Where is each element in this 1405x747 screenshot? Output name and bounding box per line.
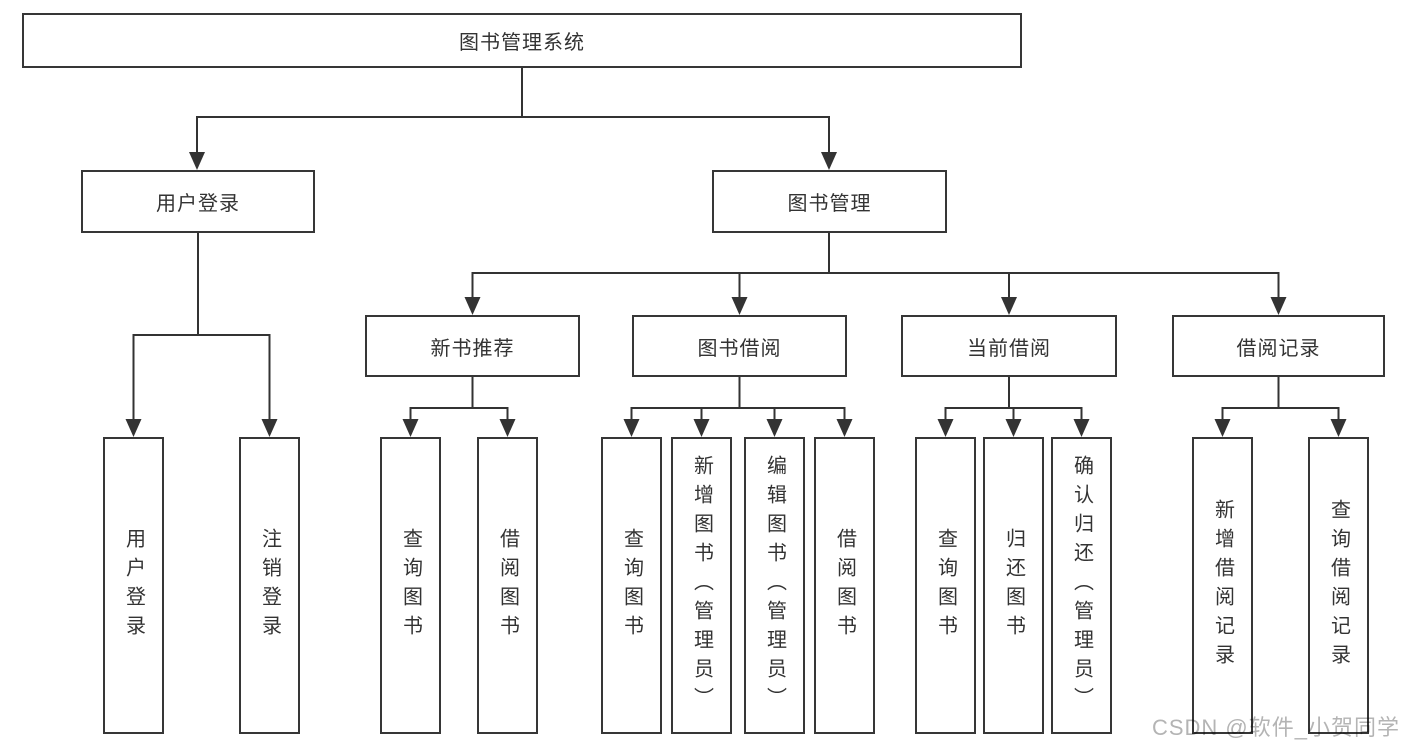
- leaf-borrow-books-recommend: 借阅图书: [477, 437, 538, 734]
- node-new-book-recommend: 新书推荐: [365, 315, 580, 377]
- leaf-user-login: 用户登录: [103, 437, 164, 734]
- leaf-edit-books-admin: 编辑图书（管理员）: [744, 437, 805, 734]
- leaf-logout: 注销登录: [239, 437, 300, 734]
- leaf-add-borrow-record: 新增借阅记录: [1192, 437, 1253, 734]
- node-root-system: 图书管理系统: [22, 13, 1022, 68]
- leaf-add-books-admin: 新增图书（管理员）: [671, 437, 732, 734]
- leaf-query-books-borrowing: 查询图书: [601, 437, 662, 734]
- node-book-management: 图书管理: [712, 170, 947, 233]
- leaf-query-books-current: 查询图书: [915, 437, 976, 734]
- csdn-watermark: CSDN @软件_小贺同学: [1151, 715, 1400, 740]
- node-user-login: 用户登录: [81, 170, 315, 233]
- leaf-confirm-return-admin: 确认归还（管理员）: [1051, 437, 1112, 734]
- leaf-borrow-books: 借阅图书: [814, 437, 875, 734]
- leaf-return-books: 归还图书: [983, 437, 1044, 734]
- leaf-query-books-recommend: 查询图书: [380, 437, 441, 734]
- node-current-borrowing: 当前借阅: [901, 315, 1117, 377]
- node-borrow-records: 借阅记录: [1172, 315, 1385, 377]
- leaf-query-borrow-record: 查询借阅记录: [1308, 437, 1369, 734]
- node-book-borrowing: 图书借阅: [632, 315, 847, 377]
